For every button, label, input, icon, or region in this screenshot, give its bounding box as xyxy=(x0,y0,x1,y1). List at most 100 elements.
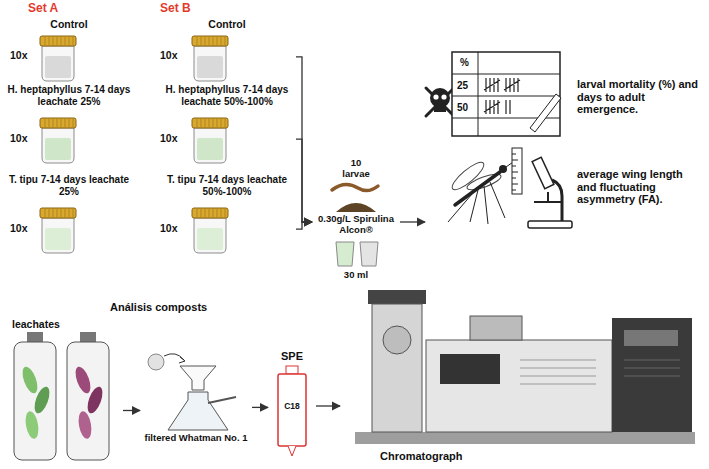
node-text: Control xyxy=(158,18,296,30)
diagram-node: 10 larvae 0.30g/L Spirulina Alcon® 30 ml xyxy=(312,158,400,286)
chromatograph-icon xyxy=(470,316,522,340)
mortality-icon xyxy=(426,88,454,116)
node-text: 10 larvae xyxy=(336,158,376,180)
food-pile xyxy=(336,203,376,212)
node-text: T. tipu 7-14 days leachate 50%-100% xyxy=(158,174,296,197)
chromatograph-icon xyxy=(355,432,695,444)
diagram-node: H. heptaphyllus 7-14 days leachate 50%-1… xyxy=(158,84,296,170)
mosquito-icon xyxy=(448,160,516,224)
spe-cartridge xyxy=(278,366,306,456)
food-pile xyxy=(336,203,376,212)
node-text: 30 ml xyxy=(312,270,400,281)
larva-icon xyxy=(332,184,378,190)
leachate-bottles xyxy=(24,410,41,440)
flow-arrow xyxy=(316,405,340,406)
replicate-count: 10x xyxy=(160,133,178,145)
sample-jars xyxy=(192,36,228,81)
chromatograph-icon xyxy=(624,360,680,376)
water-cups xyxy=(336,242,354,266)
node-text: T. tipu 7-14 days leachate 25% xyxy=(6,174,132,197)
replicate-count: 10x xyxy=(10,223,28,235)
microscope-icon xyxy=(528,221,572,228)
mosquito-icon xyxy=(448,159,516,224)
diagram-node: larval mortality (%) and days to adult e… xyxy=(425,50,705,235)
replicate-count: 10x xyxy=(160,223,178,235)
node-text: H. heptaphyllus 7-14 days leachate 50%-1… xyxy=(158,84,296,107)
filter-flask xyxy=(179,357,185,363)
flow-arrow xyxy=(400,221,425,222)
microscope-icon xyxy=(552,180,562,221)
replicate-count: 10x xyxy=(10,50,28,62)
filter-flask xyxy=(208,397,236,403)
leachate-bottles xyxy=(14,332,109,460)
microscope-icon xyxy=(534,192,562,202)
flow-arrow xyxy=(296,222,312,229)
node-text: leachates xyxy=(12,318,92,330)
tally-board xyxy=(530,94,561,132)
chromatograph-icon xyxy=(520,360,596,384)
spe-cartridge xyxy=(278,374,306,446)
flow-arrow xyxy=(296,57,312,222)
mortality-icon xyxy=(434,104,446,112)
sample-jars xyxy=(40,118,76,163)
leachate-bottles xyxy=(27,332,43,342)
node-text: 0.30g/L Spirulina Alcon® xyxy=(312,214,400,236)
sample-jars xyxy=(192,208,228,253)
chromatograph-icon xyxy=(368,290,426,304)
leachate-bottles xyxy=(77,410,94,440)
leachate-bottles xyxy=(80,332,96,342)
spe-cartridge xyxy=(286,366,298,374)
set-heading: Set B xyxy=(160,2,191,15)
flow-arrow xyxy=(252,407,268,408)
node-text: filtered Whatman No. 1 xyxy=(140,433,252,444)
diagram-node: Control xyxy=(158,16,296,80)
microscope-icon xyxy=(532,157,554,188)
diagram-node: T. tipu 7-14 days leachate 50%-100% xyxy=(158,174,296,260)
filter-flask xyxy=(168,392,228,430)
node-text: Control xyxy=(6,18,132,30)
leachate-bottles xyxy=(85,385,106,415)
flow-arrow xyxy=(123,410,140,411)
replicate-count: 10x xyxy=(10,133,28,145)
flow-arrow xyxy=(296,139,312,222)
node-text: average wing length and fluctuating asym… xyxy=(577,168,703,206)
mortality-icon xyxy=(433,94,438,99)
node-text: Chromatograph xyxy=(380,450,550,463)
board-cell: 25 xyxy=(457,80,468,91)
board-cell: 50 xyxy=(457,102,468,113)
diagram-node: SPE C18 xyxy=(268,350,316,462)
chromatograph-icon xyxy=(624,330,678,346)
tally-board xyxy=(452,52,561,136)
diagram-node: Chromatograph xyxy=(340,280,702,466)
diagram-node: T. tipu 7-14 days leachate 25% xyxy=(6,174,132,260)
diagram-node: Control xyxy=(6,16,132,80)
mortality-icon xyxy=(426,88,454,116)
leachate-bottles xyxy=(67,342,109,460)
leachate-bottles xyxy=(14,342,56,460)
section-heading: Análisis composts xyxy=(110,301,207,313)
mortality-icon xyxy=(441,94,446,99)
water-cups xyxy=(336,242,378,266)
tally-board xyxy=(452,52,560,136)
leachate-bottles xyxy=(73,365,94,395)
ruler-icon xyxy=(512,154,518,190)
node-text: SPE xyxy=(268,350,316,363)
filter-flask xyxy=(164,354,184,360)
chromatograph-icon xyxy=(372,304,422,432)
chromatograph-icon xyxy=(440,354,500,384)
set-heading: Set A xyxy=(28,2,58,15)
filter-flask xyxy=(148,354,236,430)
sample-jars xyxy=(40,36,76,81)
diagram-node: filtered Whatman No. 1 xyxy=(140,345,252,465)
filter-flask xyxy=(180,366,216,390)
diagram-node: leachates xyxy=(8,316,123,466)
larva-icon xyxy=(332,184,378,190)
node-text: C18 xyxy=(278,402,306,412)
chromatograph-icon xyxy=(612,318,692,432)
microscope-icon xyxy=(528,157,572,228)
board-cell: % xyxy=(460,57,469,68)
ruler-icon xyxy=(512,148,522,194)
spe-cartridge xyxy=(288,446,296,456)
filter-flask xyxy=(148,354,164,370)
